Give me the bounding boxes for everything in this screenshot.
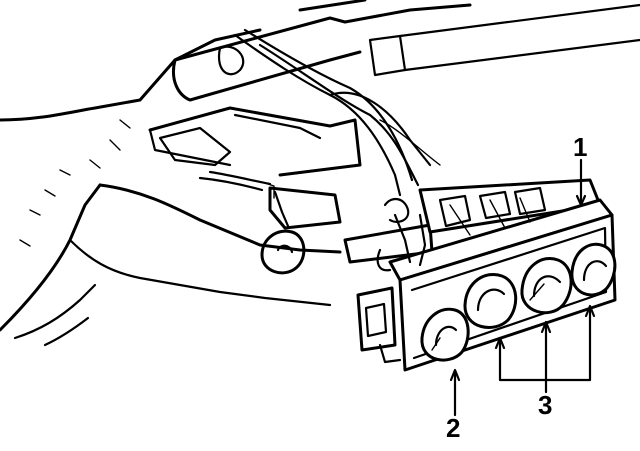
callout-1: 1 xyxy=(573,132,587,162)
callout-leaders xyxy=(449,158,596,417)
control-knob-4 xyxy=(570,242,617,297)
control-knob-3 xyxy=(520,257,573,315)
callout-3: 3 xyxy=(538,390,552,420)
wiring-harness xyxy=(198,28,441,230)
control-knob-left xyxy=(420,307,470,362)
control-knob-2 xyxy=(463,273,518,329)
callout-2: 2 xyxy=(446,413,460,443)
dashboard-body xyxy=(0,0,640,347)
